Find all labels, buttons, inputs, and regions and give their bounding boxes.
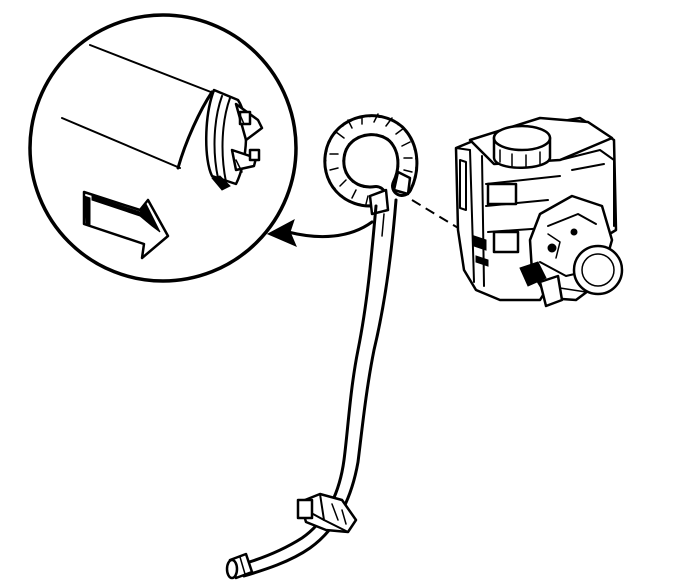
pump-pulley xyxy=(519,194,624,308)
hose-end-fitting xyxy=(225,552,254,580)
callout-arrow-icon xyxy=(266,218,374,247)
hose-clip xyxy=(296,492,358,534)
coiled-hose-section xyxy=(323,113,419,216)
reservoir-cap xyxy=(492,124,552,169)
return-hose xyxy=(234,198,398,578)
direction-arrow-icon xyxy=(82,190,170,260)
hose-coupling-detail xyxy=(61,44,264,191)
